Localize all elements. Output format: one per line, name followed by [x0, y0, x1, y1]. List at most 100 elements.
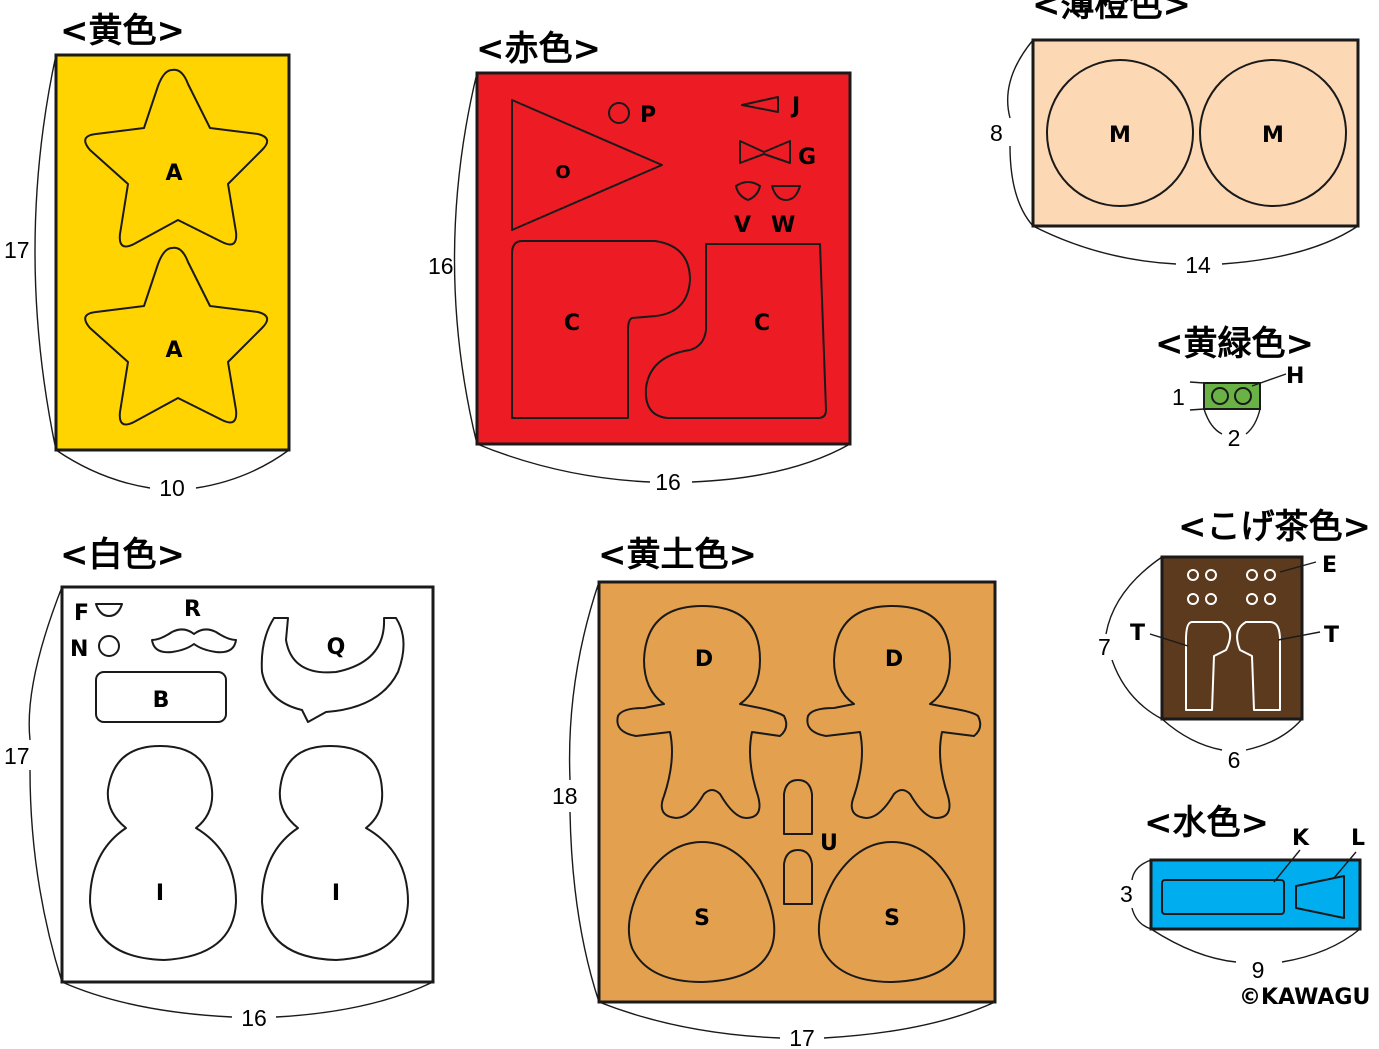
- label-d: D: [695, 647, 713, 672]
- label-i: I: [156, 881, 164, 906]
- yellow-green-sheet-group: <黄緑色> H 1 2: [1155, 324, 1314, 451]
- label-c: C: [564, 311, 580, 336]
- label-h: H: [1286, 364, 1304, 389]
- dark-brown-width: 6: [1228, 747, 1241, 773]
- copyright-text: ©KAWAGU: [1239, 985, 1370, 1010]
- dark-brown-sheet-group: <こげ茶色> E T T 7 6: [1098, 507, 1371, 773]
- gingerbread-man-shape: [616, 605, 788, 819]
- yellow-sheet: [54, 53, 291, 452]
- light-orange-height: 8: [990, 120, 1003, 146]
- half-circle-shape: [771, 185, 801, 201]
- light-orange-width: 14: [1185, 252, 1211, 278]
- label-t: T: [1130, 621, 1145, 646]
- label-m: M: [1109, 123, 1131, 148]
- white-sheet: [60, 585, 435, 984]
- leader-line: [1149, 633, 1189, 647]
- red-title: <赤色>: [476, 29, 601, 69]
- yellow-green-height: 1: [1172, 384, 1185, 410]
- leader-line: [1333, 851, 1357, 879]
- light-blue-title: <水色>: [1144, 803, 1269, 843]
- circle-shape: [1199, 59, 1347, 207]
- snowman-shape: [89, 745, 237, 961]
- ochre-height: 18: [552, 783, 578, 809]
- white-height: 17: [4, 743, 30, 769]
- height-brace: [1131, 859, 1152, 930]
- light-orange-title: <薄橙色>: [1032, 0, 1191, 25]
- red-sheet-group: <赤色> O P J G V W C C 16 16: [428, 29, 852, 495]
- light-blue-width: 9: [1252, 957, 1265, 983]
- red-width: 16: [655, 469, 681, 495]
- label-m: M: [1262, 123, 1284, 148]
- label-w: W: [771, 213, 795, 238]
- yellow-green-title: <黄緑色>: [1155, 324, 1314, 364]
- label-l: L: [1351, 826, 1365, 851]
- mustache-shape: [151, 628, 237, 654]
- triangle-shape: [511, 99, 663, 231]
- width-brace: [598, 1001, 996, 1039]
- label-f: F: [74, 601, 89, 626]
- label-a: A: [165, 161, 182, 186]
- width-brace: [1032, 225, 1359, 265]
- label-d: D: [885, 647, 903, 672]
- dark-brown-height: 7: [1098, 634, 1111, 660]
- width-brace: [61, 981, 434, 1018]
- gingerbread-man-shape: [806, 605, 982, 819]
- label-s: S: [694, 906, 710, 931]
- yellow-green-width: 2: [1228, 425, 1241, 451]
- light-orange-sheet-group: <薄橙色> M M 8 14: [990, 0, 1360, 278]
- ochre-sheet: [597, 580, 997, 1004]
- circle-shape: [98, 635, 120, 657]
- height-brace: [1105, 556, 1163, 720]
- red-height: 16: [428, 253, 454, 279]
- snowman-shape: [261, 745, 409, 961]
- bowtie-shape: [739, 140, 791, 164]
- speech-bubble-shape: [260, 617, 405, 723]
- light-blue-sheet-group: <水色> K L 3 9: [1120, 803, 1365, 983]
- arch-shape: [783, 779, 813, 835]
- height-brace: [1007, 39, 1034, 227]
- small-heart-shape: [735, 181, 761, 201]
- rounded-triangle-shape: [817, 841, 966, 983]
- label-j: J: [790, 94, 800, 119]
- star-shape: [84, 68, 269, 248]
- label-i: I: [332, 881, 340, 906]
- belt-shape: [1161, 879, 1285, 915]
- ochre-sheet-group: <黄土色> D D U S S 18 17: [552, 535, 997, 1049]
- height-brace: [34, 54, 57, 451]
- label-p: P: [640, 103, 656, 128]
- yellow-title: <黄色>: [60, 11, 185, 51]
- ochre-title: <黄土色>: [598, 535, 757, 575]
- height-brace: [453, 72, 478, 445]
- label-s: S: [884, 906, 900, 931]
- circle-shape: [608, 102, 630, 124]
- yellow-height: 17: [4, 237, 30, 263]
- leader-line: [1251, 373, 1287, 387]
- half-circle-shape: [95, 603, 123, 617]
- rectangle-shape: [95, 671, 227, 723]
- red-sheet: [475, 71, 852, 446]
- leader-line: [1279, 561, 1317, 573]
- leader-line: [1273, 849, 1301, 883]
- buttons-shape: [1187, 569, 1276, 605]
- label-o: O: [555, 162, 570, 183]
- yellow-width: 10: [159, 475, 185, 501]
- label-u: U: [820, 831, 838, 856]
- width-brace: [476, 443, 851, 483]
- label-c: C: [754, 311, 770, 336]
- white-sheet-group: <白色> F R N Q B I I 17 16: [4, 535, 435, 1031]
- white-title: <白色>: [60, 535, 185, 575]
- label-e: E: [1322, 553, 1337, 578]
- small-triangle-shape: [741, 96, 779, 113]
- label-t: T: [1324, 623, 1339, 648]
- width-brace: [1150, 928, 1361, 963]
- height-brace: [28, 586, 63, 983]
- star-shape: [84, 246, 269, 426]
- label-q: Q: [327, 635, 346, 660]
- ochre-width: 17: [789, 1025, 815, 1049]
- boot-shape: [644, 243, 827, 419]
- light-blue-sheet: [1149, 858, 1362, 931]
- arch-shape: [783, 849, 813, 905]
- buckle-shape: [1295, 875, 1345, 919]
- legs-shape: [1185, 621, 1232, 711]
